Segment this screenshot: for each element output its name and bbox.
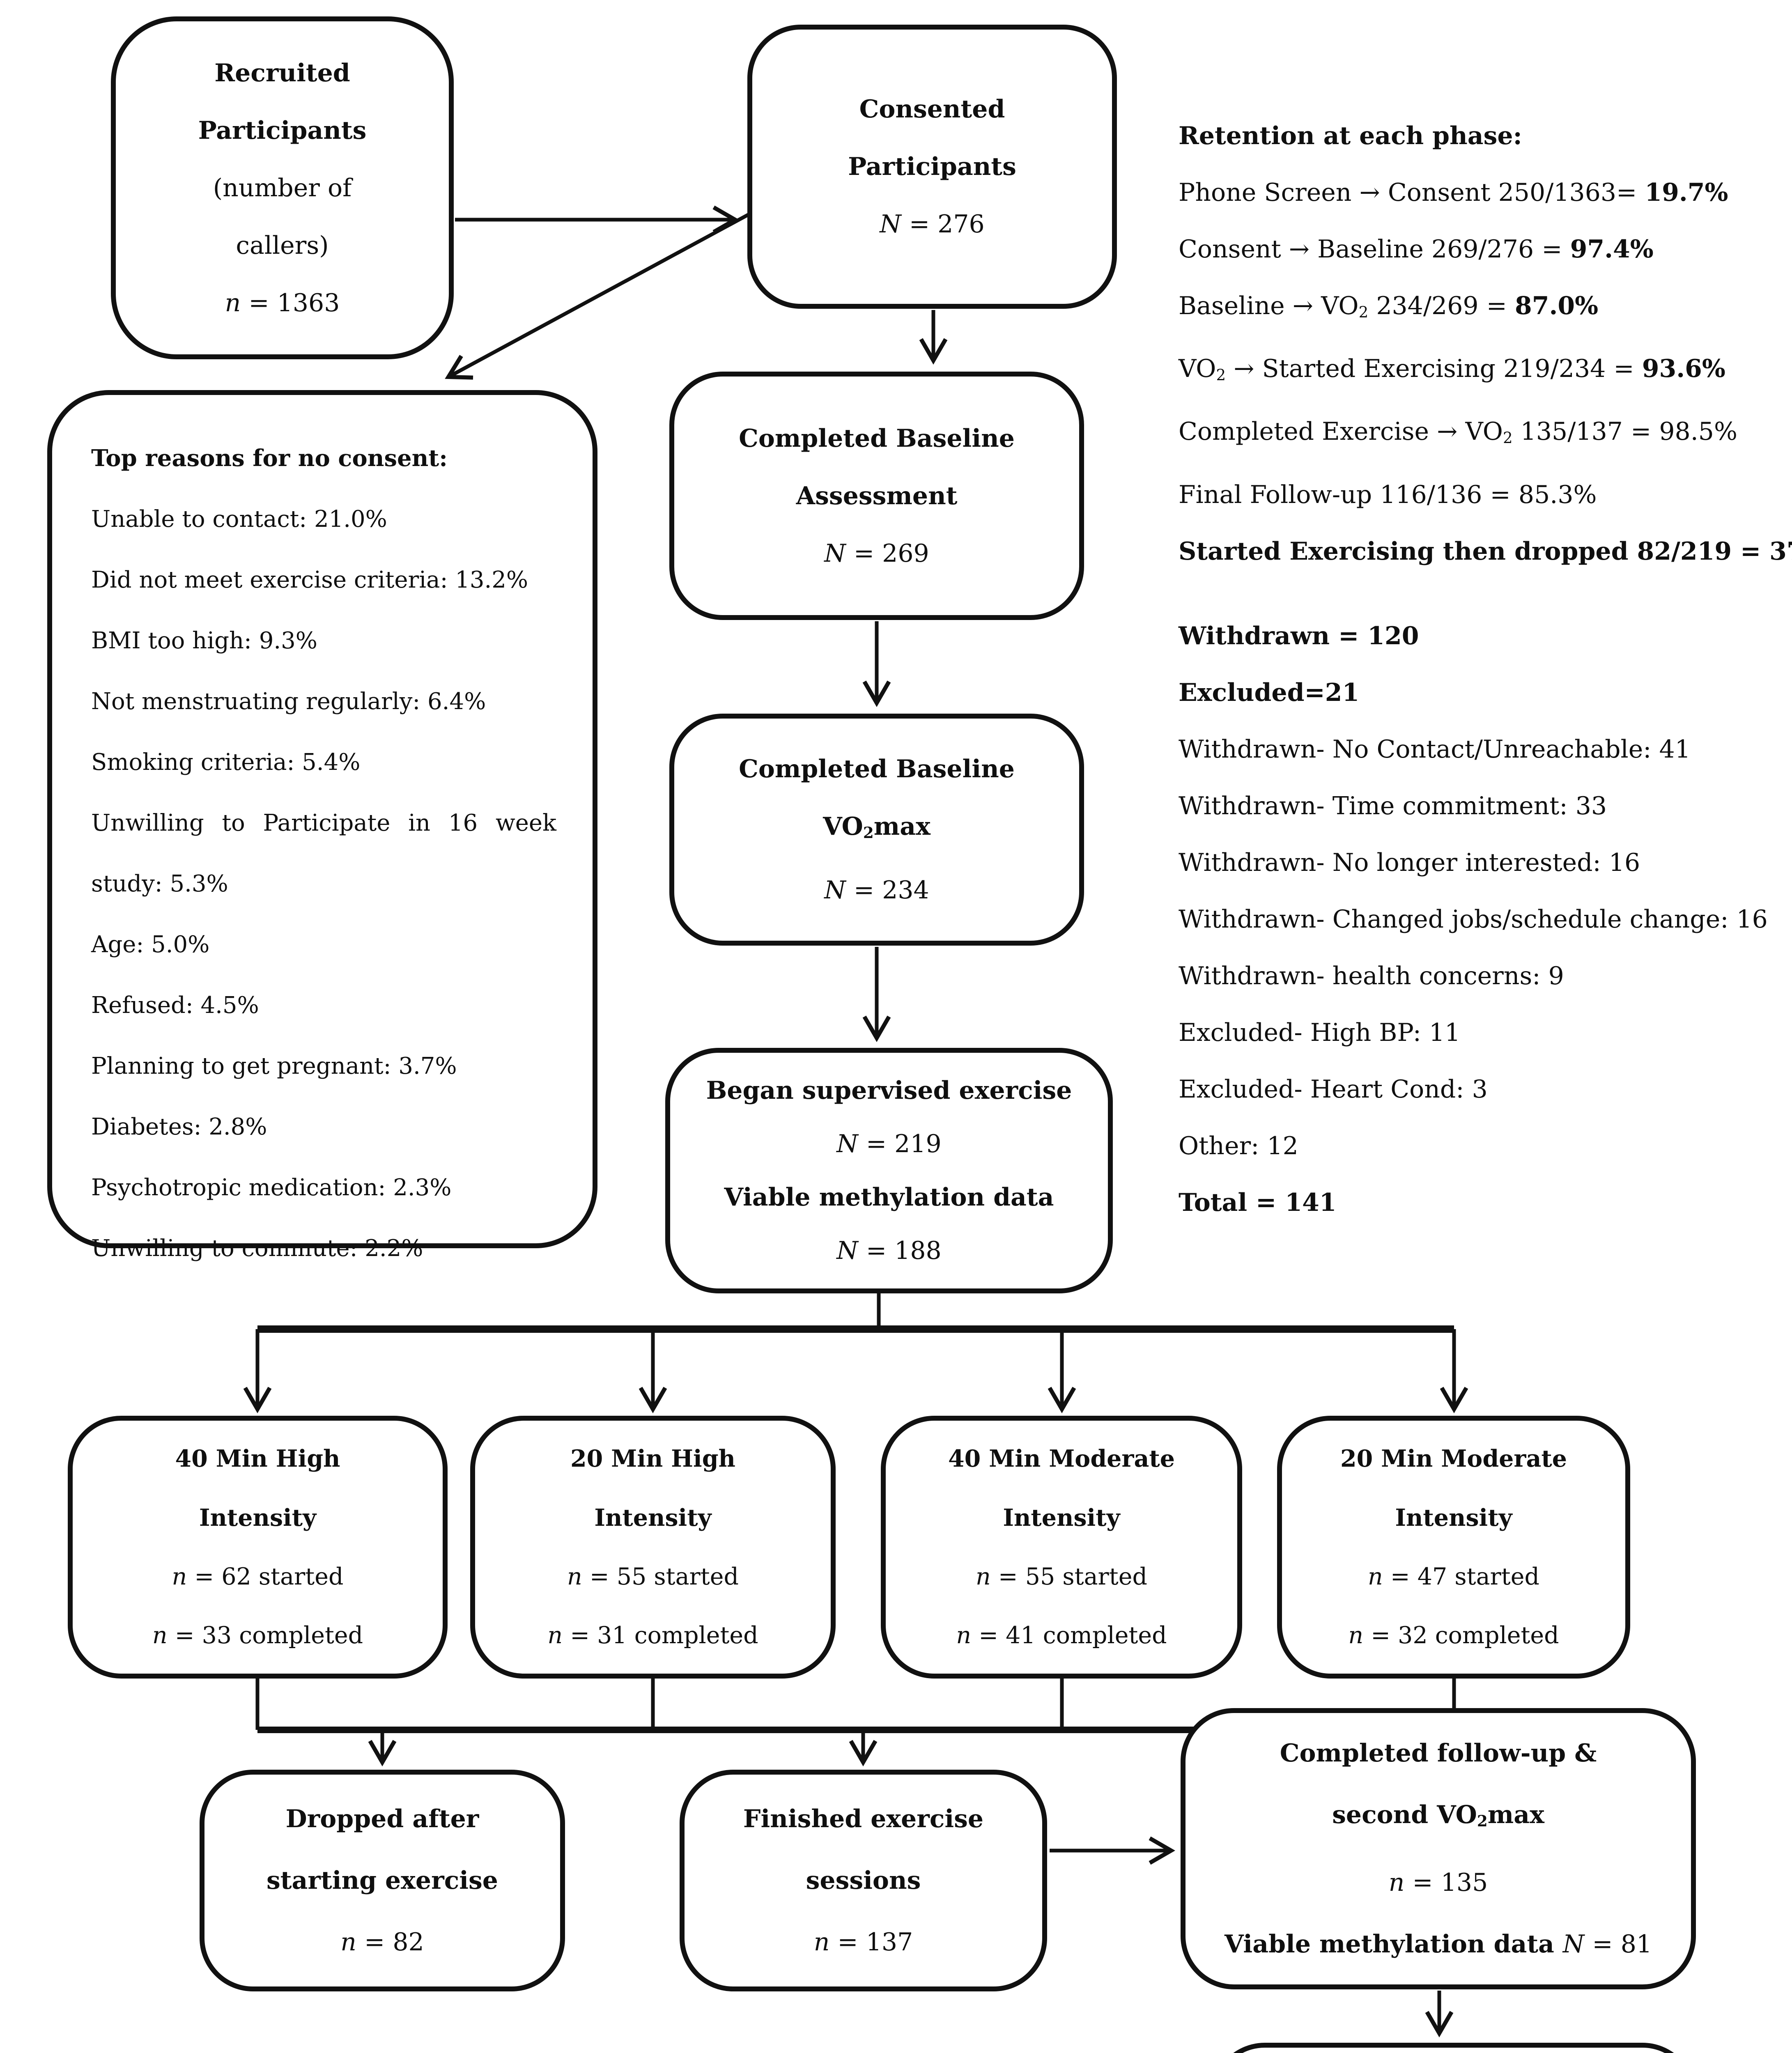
text-line: Excluded=21 bbox=[1179, 678, 1360, 707]
arrow-to-no-consent-box bbox=[445, 195, 783, 380]
text-line: Final Follow-up 116/136 = 85.3% bbox=[1179, 480, 1597, 509]
text-line: Withdrawn- Time commitment: 33 bbox=[1179, 792, 1607, 820]
text-line: n = 47 started bbox=[1368, 1563, 1539, 1590]
text-line: n = 1363 bbox=[225, 288, 340, 317]
text-line: BMI too high: 9.3% bbox=[91, 627, 317, 654]
text-line: Not menstruating regularly: 6.4% bbox=[91, 688, 486, 715]
text-line: Withdrawn- health concerns: 9 bbox=[1179, 962, 1564, 990]
text-line: 20 Min High bbox=[570, 1445, 735, 1472]
text-line: Intensity bbox=[1395, 1504, 1512, 1532]
text-line: Began supervised exercise bbox=[706, 1076, 1072, 1105]
text-line: n = 41 completed bbox=[956, 1622, 1167, 1649]
text-line: n = 33 completed bbox=[152, 1622, 363, 1649]
text-line: Total = 141 bbox=[1179, 1188, 1337, 1217]
text-line: callers) bbox=[236, 231, 329, 260]
text-line: n = 32 completed bbox=[1348, 1622, 1559, 1649]
text-line: Withdrawn- No longer interested: 16 bbox=[1179, 848, 1640, 877]
text-line: Did not meet exercise criteria: 13.2% bbox=[91, 567, 528, 593]
text-line: Smoking criteria: 5.4% bbox=[91, 749, 361, 776]
text-line: Completed follow-up & bbox=[1280, 1738, 1597, 1768]
text-line: n = 31 completed bbox=[547, 1622, 758, 1649]
text-line: Assessment bbox=[796, 481, 958, 510]
box-no-consent-reasons: Top reasons for no consent: Unable to con… bbox=[47, 390, 597, 1262]
text-line: n = 135 bbox=[1388, 1868, 1488, 1897]
text-line: Refused: 4.5% bbox=[91, 992, 259, 1019]
text-line: 40 Min Moderate bbox=[948, 1445, 1175, 1472]
text-line: Excluded- High BP: 11 bbox=[1179, 1018, 1461, 1047]
text-line: Viable methylation data N = 81 bbox=[1224, 1930, 1652, 1959]
text-line: Unwilling to Participate in 16 week stud… bbox=[91, 810, 556, 897]
text-line: Retention at each phase: bbox=[1179, 122, 1522, 150]
text-line: Recruited bbox=[214, 58, 350, 87]
text-line: Intensity bbox=[199, 1504, 317, 1532]
retention-summary: Retention at each phase: Phone Screen → C… bbox=[1179, 108, 1792, 580]
text-line: Diabetes: 2.8% bbox=[91, 1114, 267, 1140]
text-line: Phone Screen → Consent 250/1363= 19.7% bbox=[1179, 178, 1728, 207]
text-line: N = 188 bbox=[836, 1236, 942, 1265]
text-line: Completed Exercise → VO2 135/137 = 98.5% bbox=[1179, 417, 1737, 447]
text-line: starting exercise bbox=[267, 1866, 498, 1895]
text-line: (number of bbox=[213, 173, 352, 202]
text-line: N = 234 bbox=[824, 876, 929, 905]
text-line: n = 137 bbox=[813, 1928, 913, 1957]
text-line: n = 55 started bbox=[567, 1563, 739, 1590]
text-line: 40 Min High bbox=[175, 1445, 340, 1472]
text-line: Withdrawn- Changed jobs/schedule change:… bbox=[1179, 905, 1768, 934]
text-line: Consent → Baseline 269/276 = 97.4% bbox=[1179, 235, 1654, 264]
text-line: Consented bbox=[859, 95, 1005, 124]
box-dropped-after-starting: Dropped after starting exercise n = 82 bbox=[200, 1770, 565, 1991]
text-line: Intensity bbox=[1003, 1504, 1120, 1532]
text-line: VO2max bbox=[823, 812, 930, 842]
text-line: N = 276 bbox=[880, 210, 985, 239]
text-line: Dropped after bbox=[285, 1805, 479, 1833]
text-line: Completed Baseline bbox=[739, 754, 1015, 783]
text-line: 20 Min Moderate bbox=[1340, 1445, 1567, 1472]
text-line: Age: 5.0% bbox=[91, 931, 210, 958]
text-line: Intensity bbox=[594, 1504, 712, 1532]
text-line: Excluded- Heart Cond: 3 bbox=[1179, 1075, 1488, 1104]
text-line: Withdrawn- No Contact/Unreachable: 41 bbox=[1179, 735, 1691, 764]
text-line: Started Exercising then dropped 82/219 =… bbox=[1179, 537, 1792, 566]
text-line: Other: 12 bbox=[1179, 1132, 1298, 1160]
text-line: Unable to contact: 21.0% bbox=[91, 506, 387, 533]
text-line: n = 82 bbox=[340, 1928, 424, 1957]
text-line: Finished exercise bbox=[743, 1805, 984, 1833]
text-line: Viable methylation data bbox=[724, 1183, 1054, 1212]
text-line: Unwilling to commute: 2.2% bbox=[91, 1235, 423, 1262]
text-line: VO2 → Started Exercising 219/234 = 93.6% bbox=[1179, 354, 1725, 384]
text-line: Top reasons for no consent: bbox=[91, 445, 448, 472]
box-completed-followup-vo2max: Completed follow-up & second VO2max n = 13… bbox=[1181, 1708, 1696, 1989]
text-line: sessions bbox=[806, 1866, 921, 1895]
text-line: N = 269 bbox=[824, 539, 929, 568]
text-line: Psychotropic medication: 2.3% bbox=[91, 1174, 452, 1201]
box-completed-final-followup: Completed final follow-upn = 116Viable m… bbox=[1211, 2043, 1696, 2053]
text-line: Participants bbox=[848, 152, 1016, 181]
text-line: N = 219 bbox=[836, 1130, 942, 1158]
text-line: n = 62 started bbox=[172, 1563, 344, 1590]
text-line: Completed Baseline bbox=[739, 424, 1015, 453]
text-line: Baseline → VO2 234/269 = 87.0% bbox=[1179, 292, 1599, 321]
text-line: n = 55 started bbox=[976, 1563, 1147, 1590]
text-line: second VO2max bbox=[1332, 1800, 1544, 1830]
text-line: Planning to get pregnant: 3.7% bbox=[91, 1053, 457, 1079]
text-line: Withdrawn = 120 bbox=[1179, 622, 1419, 650]
text-line: Participants bbox=[198, 116, 367, 145]
box-finished-exercise-sessions: Finished exercise sessions n = 137 bbox=[680, 1770, 1047, 1991]
